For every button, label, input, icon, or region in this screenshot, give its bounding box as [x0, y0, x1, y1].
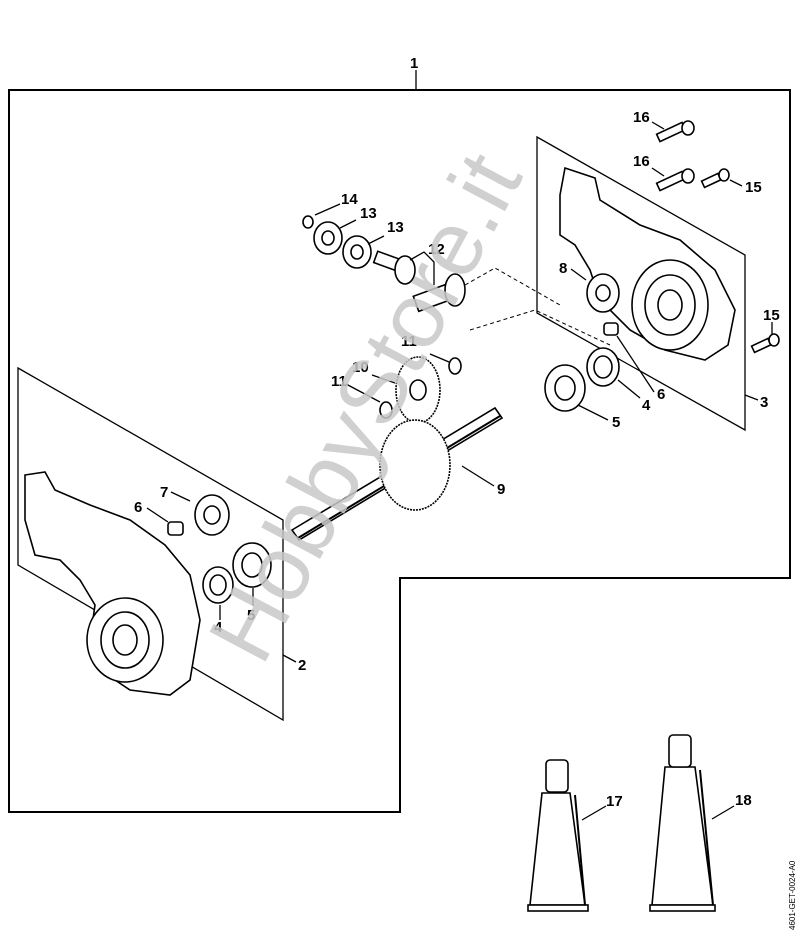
washer-11b[interactable]	[379, 401, 393, 419]
callout-4-right: 4	[642, 397, 651, 414]
needle-sleeve-left[interactable]	[167, 521, 184, 536]
leader-lines	[146, 121, 773, 821]
grease-tube-large[interactable]	[649, 734, 716, 912]
shaft-seal-left[interactable]	[202, 566, 234, 604]
ball-bearing-13a[interactable]	[313, 221, 343, 255]
ball-bearing-5-left[interactable]	[232, 542, 272, 588]
callout-16a: 16	[633, 109, 650, 126]
bevel-gear-set[interactable]	[372, 250, 611, 346]
callout-6-right: 6	[657, 386, 665, 403]
callout-11b: 11	[331, 373, 347, 390]
callout-11a: 11	[401, 333, 417, 350]
callout-10: 10	[352, 359, 369, 376]
ball-bearing-7[interactable]	[194, 494, 230, 536]
ball-bearing-8[interactable]	[586, 273, 620, 313]
callout-9: 9	[497, 481, 505, 498]
callout-7: 7	[160, 484, 168, 501]
callout-16b: 16	[633, 153, 650, 170]
callout-6-left: 6	[134, 499, 142, 516]
document-id: 4601-GET-0024-A0	[788, 860, 797, 930]
screw-16b[interactable]	[655, 168, 695, 192]
callout-13b: 13	[387, 219, 404, 236]
circlip[interactable]	[302, 215, 314, 229]
callout-14: 14	[341, 191, 358, 208]
callout-5-right: 5	[612, 414, 620, 431]
needle-sleeve-right[interactable]	[603, 322, 619, 336]
screw-15a[interactable]	[700, 168, 730, 189]
spur-gear[interactable]	[395, 356, 441, 424]
screw-15b[interactable]	[750, 333, 780, 354]
screw-16a[interactable]	[655, 120, 695, 143]
callout-12: 12	[428, 241, 445, 258]
callout-15b: 15	[763, 307, 780, 324]
shaft-seal-right[interactable]	[586, 347, 620, 387]
callout-17: 17	[606, 793, 623, 810]
grease-tube-small[interactable]	[527, 759, 589, 912]
gear-housing-right[interactable]	[536, 135, 759, 432]
assembly-frame	[8, 70, 791, 813]
callout-8: 8	[559, 260, 567, 277]
ball-bearing-5-right[interactable]	[544, 364, 586, 412]
output-shaft[interactable]	[290, 406, 504, 542]
callout-5-left: 5	[247, 607, 255, 624]
callout-1: 1	[410, 55, 418, 72]
washer-11a[interactable]	[448, 357, 462, 375]
callout-18: 18	[735, 792, 752, 809]
gear-housing-left[interactable]	[17, 366, 297, 722]
callout-2: 2	[298, 657, 306, 674]
ball-bearing-13b[interactable]	[342, 235, 372, 269]
callout-13a: 13	[360, 205, 377, 222]
callout-3: 3	[760, 394, 768, 411]
callout-4-left: 4	[214, 619, 223, 636]
callout-15a: 15	[745, 179, 762, 196]
